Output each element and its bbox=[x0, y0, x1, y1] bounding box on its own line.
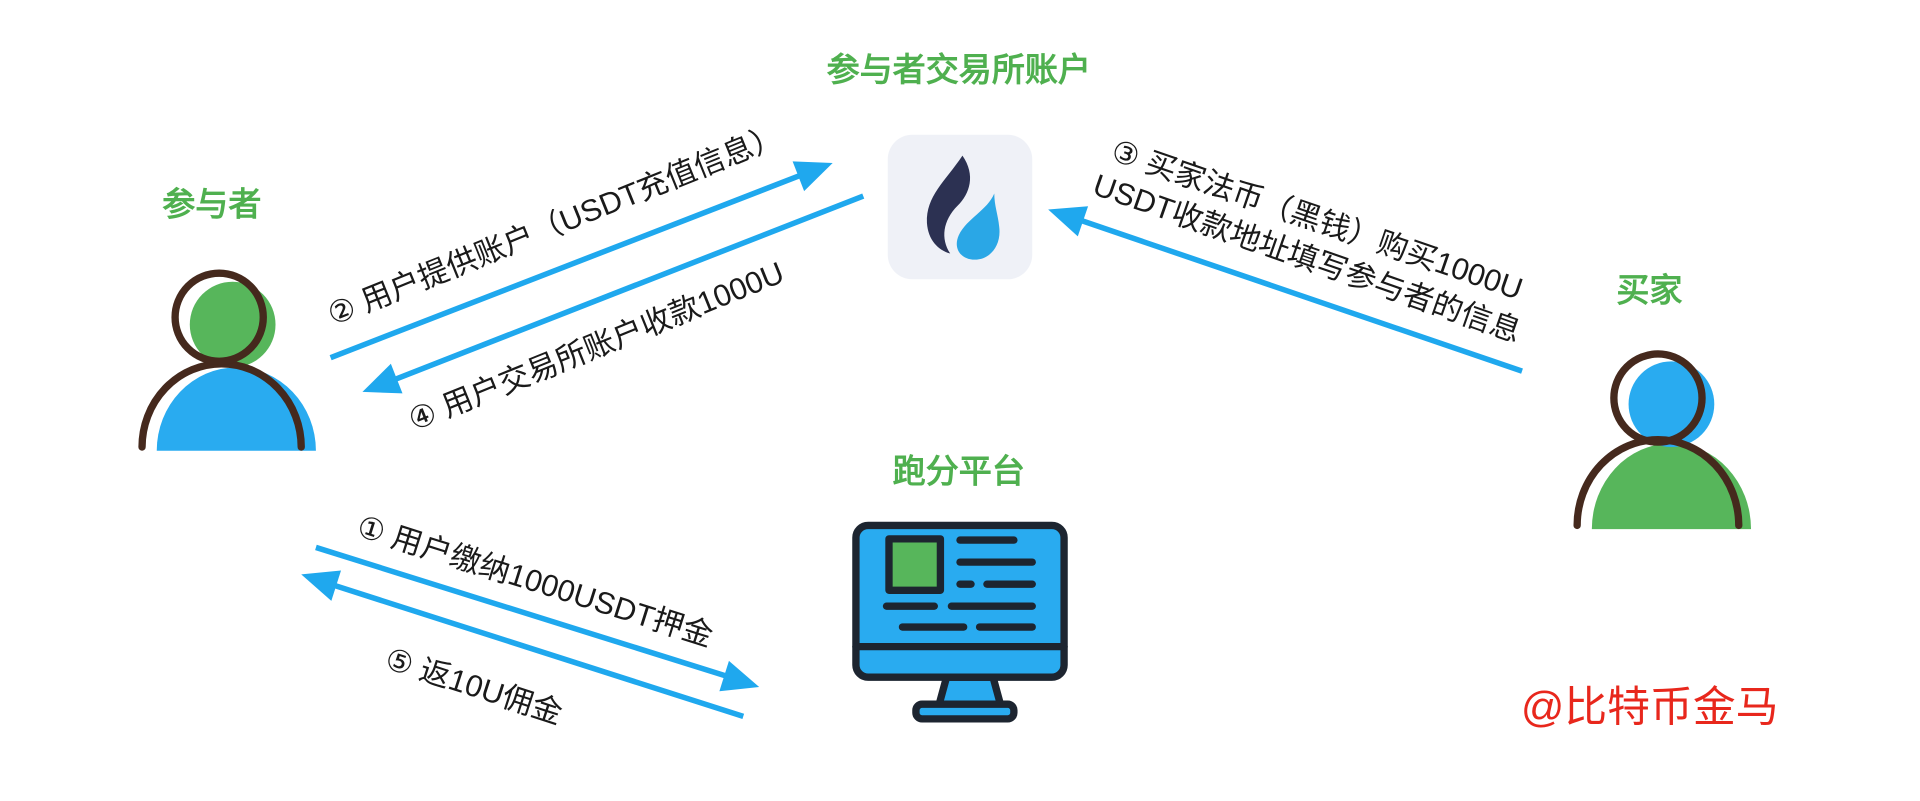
arrow-head bbox=[792, 161, 833, 192]
person-head-outline bbox=[171, 269, 267, 365]
watermark-text: @比特币金马 bbox=[1521, 683, 1779, 731]
flame-dark-shape bbox=[926, 155, 971, 254]
person-icon bbox=[138, 269, 316, 451]
monitor-base bbox=[912, 700, 1018, 723]
arrow-line bbox=[315, 544, 727, 679]
buyer-label: 买家 bbox=[1616, 272, 1682, 309]
arrow-line bbox=[333, 582, 745, 720]
platform-label: 跑分平台 bbox=[893, 454, 1025, 491]
arrow-step-5 bbox=[301, 570, 745, 720]
buyer-node: 买家 bbox=[1573, 272, 1752, 530]
exchange-label: 参与者交易所账户 bbox=[827, 51, 1091, 89]
arrow-step-4 bbox=[362, 193, 865, 394]
person-head-outline bbox=[1610, 350, 1706, 446]
flame-light-shape bbox=[956, 193, 1000, 260]
monitor-neck bbox=[935, 673, 1005, 708]
exchange-node: 参与者交易所账户 bbox=[827, 51, 1091, 280]
huobi-logo-icon bbox=[887, 134, 1033, 280]
arrow-head bbox=[301, 570, 342, 601]
screen-image-block bbox=[885, 535, 945, 594]
edge-label-step-4: ④ 用户交易所账户收款1000U bbox=[404, 256, 789, 438]
participant-node: 参与者 bbox=[138, 187, 316, 451]
edge-label-step-1: ① 用户缴纳1000USDT押金 bbox=[353, 509, 717, 653]
monitor-icon bbox=[852, 521, 1068, 723]
logo-tile bbox=[887, 134, 1033, 280]
arrow-head bbox=[719, 660, 760, 692]
arrow-line bbox=[393, 193, 865, 383]
arrow-line bbox=[329, 172, 802, 361]
arrow-step-2 bbox=[329, 161, 833, 361]
platform-node: 跑分平台 bbox=[852, 454, 1068, 723]
arrow-line bbox=[1080, 217, 1523, 374]
person-icon bbox=[1573, 350, 1752, 530]
participant-label: 参与者 bbox=[162, 187, 261, 224]
arrow-head bbox=[1048, 206, 1089, 237]
arrow-step-3 bbox=[1048, 206, 1523, 374]
arrow-head bbox=[362, 363, 403, 394]
arrow-step-1 bbox=[315, 544, 760, 692]
edge-label-step-5: ⑤ 返10U佣金 bbox=[381, 642, 566, 731]
